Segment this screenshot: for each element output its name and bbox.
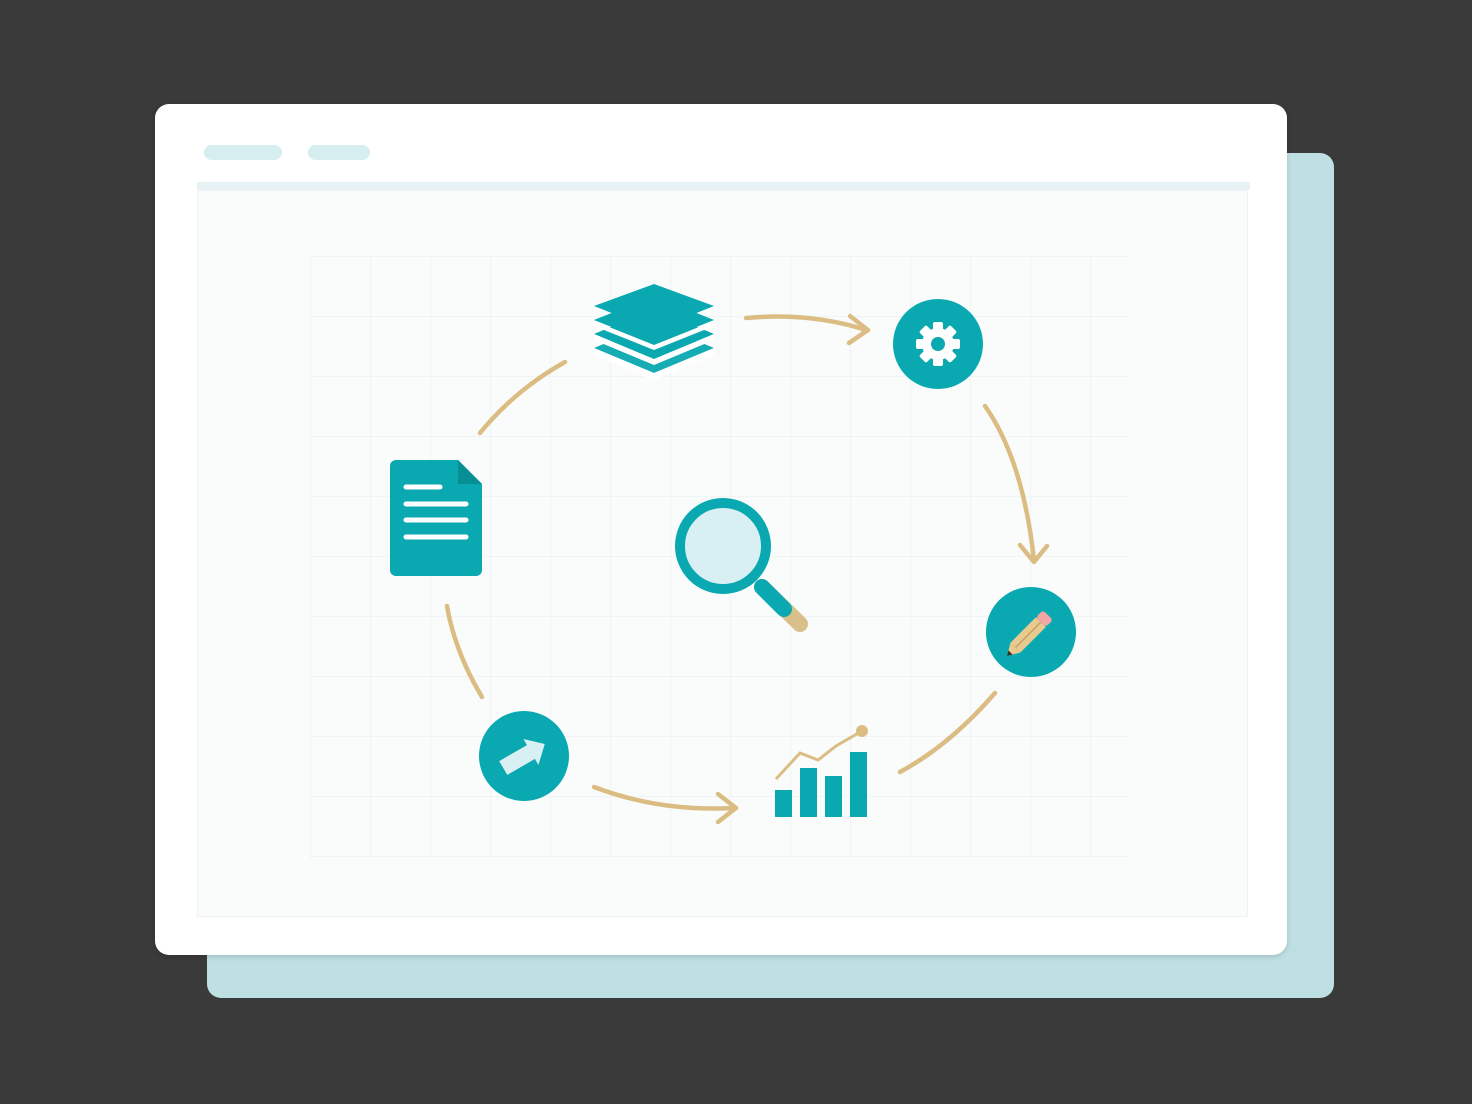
magnifying-glass-icon[interactable] [675, 498, 808, 632]
arrow-gear-to-pencil [982, 403, 1037, 563]
arrowhead [715, 791, 739, 825]
gear-icon[interactable] [893, 299, 983, 389]
arrow-layers-to-gear [743, 314, 869, 333]
arrow-document-to-send [444, 603, 485, 700]
arrow-pencil-to-chart [897, 690, 998, 775]
arrow-send-to-chart [591, 784, 737, 811]
cycle-arrows [444, 313, 1050, 825]
bar-chart-icon[interactable] [774, 725, 868, 817]
arrowhead [1017, 542, 1050, 565]
document-icon[interactable] [390, 460, 482, 576]
pencil-icon[interactable] [986, 587, 1076, 677]
tab-placeholder[interactable] [308, 145, 370, 160]
tab-placeholder[interactable] [204, 145, 282, 160]
arrowhead [846, 313, 871, 346]
arrow-document-to-layers [477, 359, 568, 436]
header-divider [197, 182, 1250, 190]
layers-stack-icon[interactable] [594, 284, 714, 380]
send-arrow-icon[interactable] [479, 711, 569, 801]
